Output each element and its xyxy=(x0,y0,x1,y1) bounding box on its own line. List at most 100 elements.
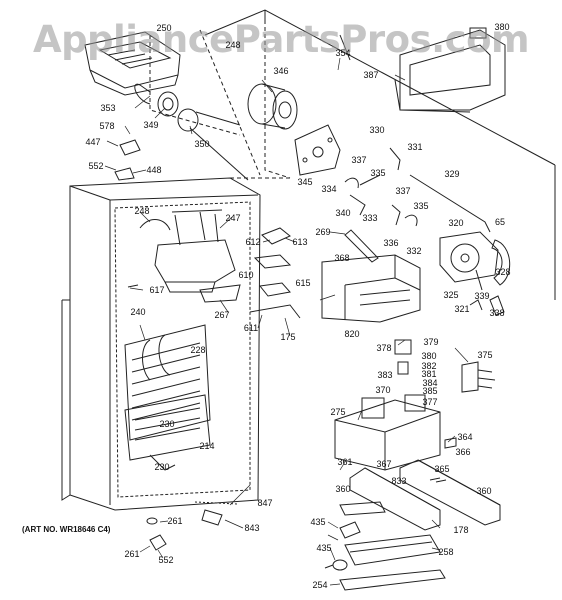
part-label[interactable]: 350 xyxy=(194,139,210,149)
part-label[interactable]: 336 xyxy=(383,238,399,248)
part-label[interactable]: 345 xyxy=(297,177,313,187)
part-label[interactable]: 248 xyxy=(134,206,150,216)
part-label[interactable]: 615 xyxy=(295,278,311,288)
part-label[interactable]: 387 xyxy=(363,70,379,80)
part-label[interactable]: 380 xyxy=(421,351,437,361)
part-label[interactable]: 375 xyxy=(477,350,493,360)
bracket-parts xyxy=(200,228,300,318)
part-label[interactable]: 254 xyxy=(312,580,328,590)
part-label[interactable]: 610 xyxy=(238,270,254,280)
part-label[interactable]: 337 xyxy=(395,186,411,196)
part-label[interactable]: 331 xyxy=(407,142,423,152)
part-label[interactable]: 337 xyxy=(351,155,367,165)
part-label[interactable]: 360 xyxy=(476,486,492,496)
part-label[interactable]: 354 xyxy=(335,48,351,58)
part-label[interactable]: 230 xyxy=(154,462,170,472)
part-label[interactable]: 843 xyxy=(244,523,260,533)
part-label[interactable]: 382 xyxy=(421,361,437,371)
part-label[interactable]: 332 xyxy=(406,246,422,256)
part-label[interactable]: 370 xyxy=(375,385,391,395)
fan-motor-parts xyxy=(135,84,248,180)
part-label[interactable]: 552 xyxy=(158,555,174,565)
support-rails-360 xyxy=(340,460,500,530)
auger-housing-247 xyxy=(140,210,235,292)
part-label[interactable]: 847 xyxy=(257,498,273,508)
part-label[interactable]: 267 xyxy=(214,310,230,320)
part-label[interactable]: 617 xyxy=(149,285,165,295)
cabinet-guide-lines xyxy=(150,20,290,178)
part-label[interactable]: 320 xyxy=(448,218,464,228)
part-label[interactable]: 333 xyxy=(362,213,378,223)
part-label[interactable]: 228 xyxy=(190,345,206,355)
refrigerator-body-outline xyxy=(62,178,260,510)
part-label[interactable]: 447 xyxy=(85,137,101,147)
part-label[interactable]: 820 xyxy=(344,329,360,339)
part-label[interactable]: 175 xyxy=(280,332,296,342)
part-label[interactable]: 368 xyxy=(334,253,350,263)
part-label[interactable]: 365 xyxy=(434,464,450,474)
part-label[interactable]: 250 xyxy=(156,23,172,33)
part-label[interactable]: 334 xyxy=(321,184,337,194)
part-label[interactable]: 385 xyxy=(422,386,438,396)
part-label[interactable]: 435 xyxy=(310,517,326,527)
bottom-trim-258 xyxy=(345,535,440,565)
part-label[interactable]: 378 xyxy=(376,343,392,353)
part-label[interactable]: 338 xyxy=(489,308,505,318)
part-label[interactable]: 448 xyxy=(146,165,162,175)
part-label[interactable]: 275 xyxy=(330,407,346,417)
lower-coil-230 xyxy=(125,395,210,470)
motor-assembly-320 xyxy=(440,232,510,290)
part-label[interactable]: 379 xyxy=(423,337,439,347)
part-label[interactable]: 65 xyxy=(494,217,506,227)
part-label[interactable]: 613 xyxy=(292,237,308,247)
part-label[interactable]: 328 xyxy=(495,267,511,277)
part-label[interactable]: 269 xyxy=(315,227,331,237)
ice-tray-assembly xyxy=(85,32,180,95)
part-label[interactable]: 346 xyxy=(273,66,289,76)
part-label[interactable]: 361 xyxy=(337,457,353,467)
part-label[interactable]: 360 xyxy=(335,484,351,494)
part-label[interactable]: 178 xyxy=(453,525,469,535)
part-label[interactable]: 240 xyxy=(130,307,146,317)
rod-269 xyxy=(345,230,378,262)
evaporator-coil-228 xyxy=(125,325,210,440)
art-number-label: (ART NO. WR18646 C4) xyxy=(22,525,111,534)
part-label[interactable]: 364 xyxy=(457,432,473,442)
bottom-trim-254 xyxy=(340,570,445,590)
part-label[interactable]: 612 xyxy=(245,237,261,247)
part-label[interactable]: 230 xyxy=(159,419,175,429)
part-label[interactable]: 349 xyxy=(143,120,159,130)
part-label[interactable]: 383 xyxy=(377,370,393,380)
part-label[interactable]: 552 xyxy=(88,161,104,171)
part-label[interactable]: 335 xyxy=(413,201,429,211)
wire-harness-375 xyxy=(462,362,495,392)
ice-maker-368 xyxy=(322,255,420,322)
part-label[interactable]: 578 xyxy=(99,121,115,131)
part-label[interactable]: 214 xyxy=(199,441,215,451)
part-label[interactable]: 339 xyxy=(474,291,490,301)
part-label[interactable]: 335 xyxy=(370,168,386,178)
part-label[interactable]: 321 xyxy=(454,304,470,314)
part-label[interactable]: 329 xyxy=(444,169,460,179)
part-label[interactable]: 384 xyxy=(422,378,438,388)
part-label[interactable]: 611 xyxy=(243,323,259,333)
part-label[interactable]: 377 xyxy=(422,397,438,407)
part-label[interactable]: 261 xyxy=(167,516,183,526)
part-label[interactable]: 366 xyxy=(455,447,471,457)
part-label[interactable]: 325 xyxy=(443,290,459,300)
part-label[interactable]: 248 xyxy=(225,40,241,50)
part-label[interactable]: 340 xyxy=(335,208,351,218)
part-label[interactable]: 353 xyxy=(100,103,116,113)
part-label[interactable]: 435 xyxy=(316,543,332,553)
part-label[interactable]: 367 xyxy=(376,459,392,469)
part-label[interactable]: 261 xyxy=(124,549,140,559)
part-label[interactable]: 247 xyxy=(225,213,241,223)
part-label[interactable]: 380 xyxy=(494,22,510,32)
lever-springs xyxy=(345,148,490,232)
part-label[interactable]: 258 xyxy=(438,547,454,557)
part-label[interactable]: 833 xyxy=(391,476,407,486)
part-label[interactable]: 381 xyxy=(421,369,437,379)
part-label[interactable]: 330 xyxy=(369,125,385,135)
